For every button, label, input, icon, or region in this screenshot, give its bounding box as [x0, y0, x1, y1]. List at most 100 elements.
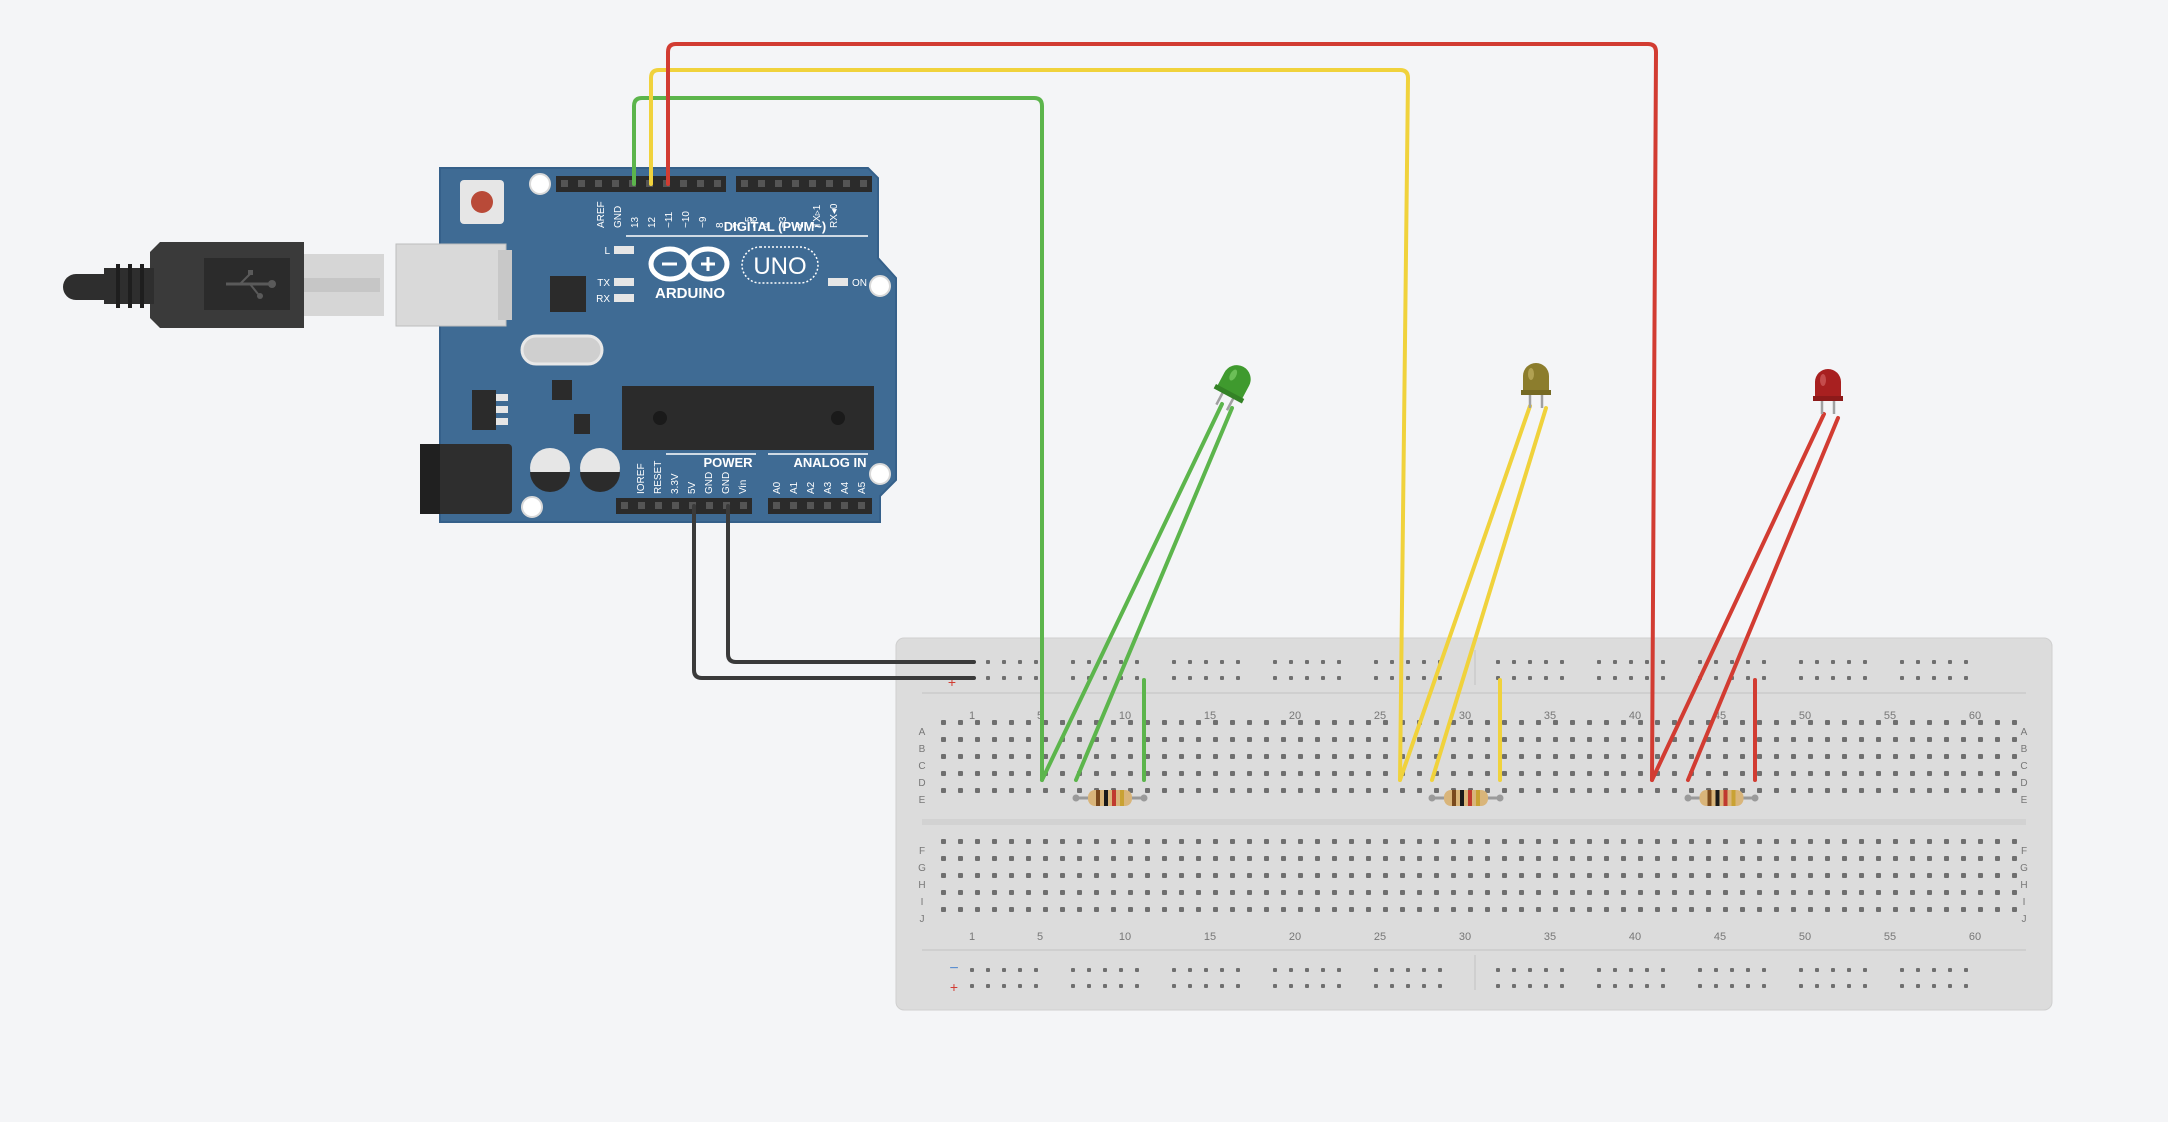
row-label: G: [918, 863, 926, 874]
pin-label: RX◂0: [829, 203, 840, 228]
mounting-hole: [529, 173, 551, 195]
column-number: 60: [1969, 710, 1981, 722]
pin-label: 13: [630, 216, 641, 228]
terminal-strip-bottom-holes[interactable]: [934, 839, 2022, 924]
pin-label: A2: [806, 481, 817, 494]
row-label: G: [2020, 863, 2028, 874]
column-number: 45: [1714, 931, 1726, 943]
usb-logo-icon: [226, 270, 276, 299]
digital-header-right[interactable]: [736, 176, 872, 192]
analog-header-label: ANALOG IN: [794, 455, 867, 470]
column-number: 50: [1799, 710, 1811, 722]
green-led-leg-2[interactable]: [1074, 406, 1234, 782]
reset-button-cap[interactable]: [471, 191, 493, 213]
green-signal-wire[interactable]: [632, 96, 1044, 782]
led-on-label: ON: [852, 278, 867, 289]
row-label: A: [2021, 727, 2028, 738]
usb-port[interactable]: [395, 243, 507, 327]
column-number: 60: [1969, 931, 1981, 943]
column-number: 20: [1289, 931, 1301, 943]
yellow-signal-wire[interactable]: [649, 68, 1410, 782]
row-label: C: [2020, 761, 2027, 772]
resistor[interactable]: [1684, 790, 1759, 806]
usb-controller-chip: [550, 276, 586, 312]
rail-plus-label-bottom: +: [950, 979, 958, 995]
led-on: [828, 278, 848, 286]
pin-label: 12: [647, 216, 658, 228]
power-rail-holes[interactable]: [970, 660, 1968, 988]
column-number: 10: [1119, 710, 1131, 722]
row-label: I: [2023, 897, 2026, 908]
column-number: 10: [1119, 931, 1131, 943]
resistor[interactable]: [1428, 790, 1504, 806]
column-number: 1: [969, 931, 975, 943]
column-number: 30: [1459, 710, 1471, 722]
red-led[interactable]: [1813, 369, 1843, 414]
power-header-label: POWER: [703, 455, 753, 470]
pin-label: A0: [772, 481, 783, 494]
pin-label: A3: [823, 481, 834, 494]
row-label: A: [919, 727, 926, 738]
yellow-led[interactable]: [1521, 363, 1551, 408]
pin-label: 8: [715, 222, 726, 228]
column-number: 25: [1374, 710, 1386, 722]
red-led-leg-1[interactable]: [1650, 412, 1826, 782]
usb-cable[interactable]: [63, 242, 384, 328]
column-number: 20: [1289, 710, 1301, 722]
column-number: 25: [1374, 931, 1386, 943]
green-led-leg-1[interactable]: [1040, 402, 1224, 782]
column-number: 40: [1629, 710, 1641, 722]
pin-label: 3.3V: [670, 473, 681, 494]
row-label: C: [918, 761, 925, 772]
rail-plus-label-top: +: [948, 674, 956, 690]
column-number: 50: [1799, 931, 1811, 943]
pin-label: ~3: [778, 216, 789, 228]
digital-header-label: DIGITAL (PWM~): [724, 219, 826, 234]
column-number: 55: [1884, 931, 1896, 943]
green-led[interactable]: [1208, 359, 1258, 415]
analog-header[interactable]: [768, 498, 872, 514]
pin-label: ~6: [749, 216, 760, 228]
pin-label: 7: [732, 222, 743, 228]
column-number: 1: [969, 710, 975, 722]
column-number: 35: [1544, 931, 1556, 943]
arduino-brand-text: ARDUINO: [655, 285, 725, 302]
crystal-oscillator: [520, 334, 604, 366]
red-signal-wire[interactable]: [666, 42, 1658, 782]
led-rx: [614, 294, 634, 302]
row-label: F: [2021, 846, 2027, 857]
column-number: 35: [1544, 710, 1556, 722]
led-tx: [614, 278, 634, 286]
column-number: 15: [1204, 931, 1216, 943]
yellow-led-leg-1[interactable]: [1398, 404, 1532, 782]
pin-label: 4: [761, 222, 772, 228]
pin-label: Vin: [738, 480, 749, 494]
pin-label: ~11: [664, 211, 675, 228]
pin-label: ~10: [681, 211, 692, 228]
power-header[interactable]: [616, 498, 752, 514]
row-label: D: [2020, 778, 2027, 789]
dc-power-jack[interactable]: [420, 444, 512, 514]
column-number: 30: [1459, 931, 1471, 943]
row-label: H: [2020, 880, 2027, 891]
row-label: H: [918, 880, 925, 891]
rail-minus-label-bottom: −: [949, 960, 958, 977]
ground-wire-1[interactable]: [692, 504, 976, 680]
row-label: E: [2021, 795, 2028, 806]
row-label: J: [2022, 914, 2027, 925]
mounting-hole: [869, 463, 891, 485]
yellow-led-leg-2[interactable]: [1430, 406, 1548, 782]
resistor[interactable]: [1072, 790, 1148, 806]
pin-label: AREF: [596, 201, 607, 228]
ground-wire-2[interactable]: [726, 504, 976, 664]
pin-label: GND: [704, 472, 715, 494]
pin-label: RESET: [653, 461, 664, 494]
uno-model-text: UNO: [753, 253, 806, 280]
pin-label: ~5: [744, 216, 755, 228]
pin-label: GND: [721, 472, 732, 494]
red-led-leg-2[interactable]: [1686, 416, 1840, 782]
row-label: J: [920, 914, 925, 925]
